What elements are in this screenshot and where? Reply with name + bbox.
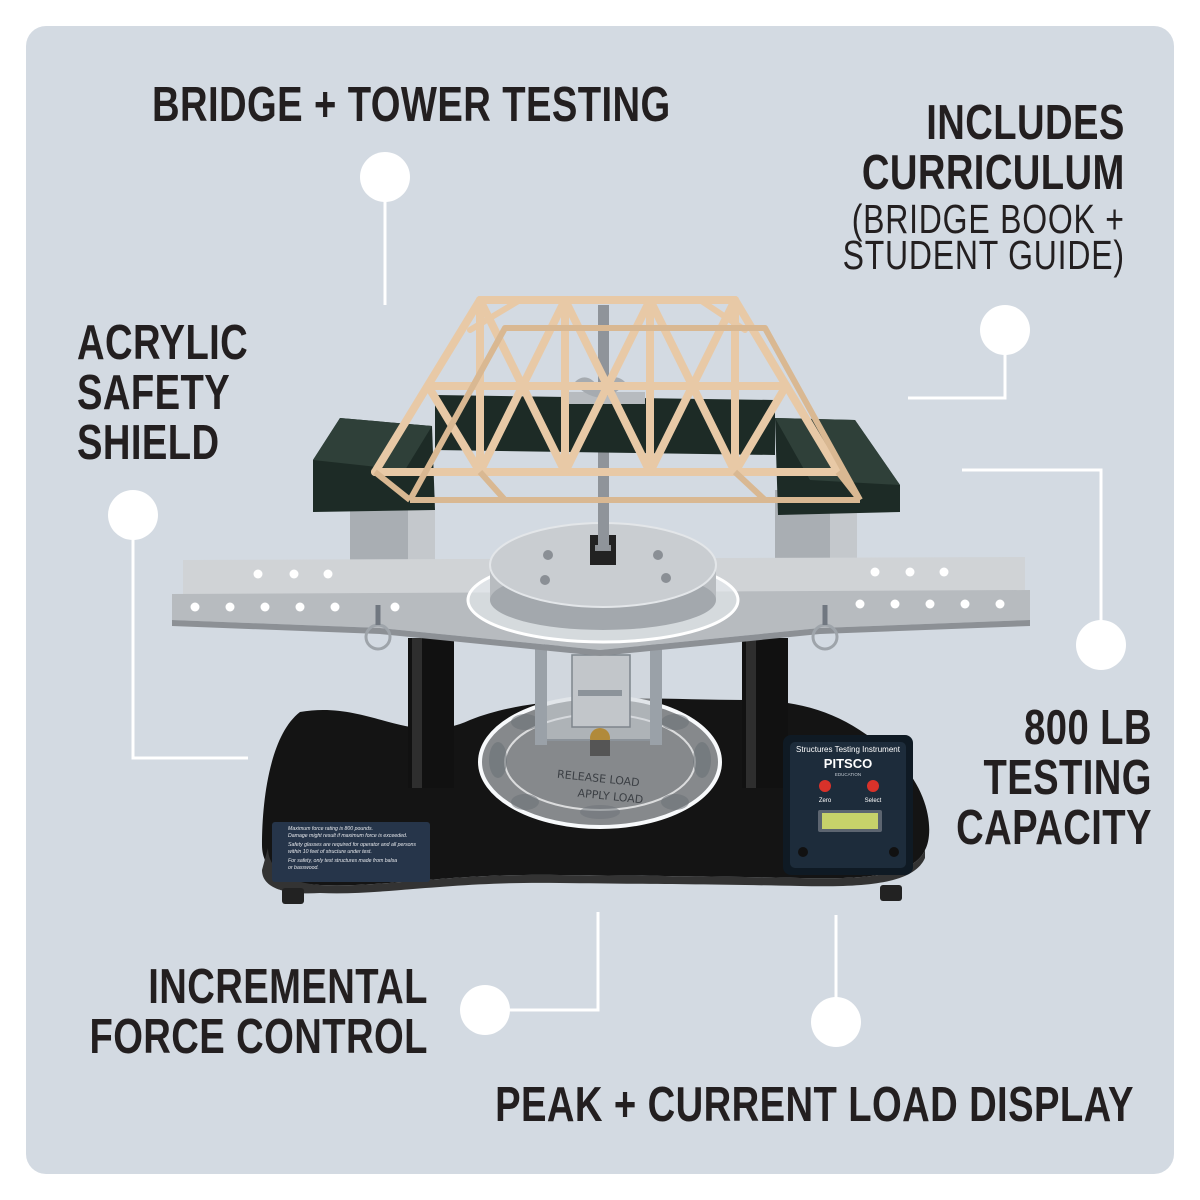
wood-blocks [313, 377, 900, 515]
warning-line: Damage might result if maximum force is … [288, 833, 407, 839]
warning-line: or basswood. [288, 865, 319, 871]
beam-hole [870, 567, 880, 577]
beam-hole [190, 602, 200, 612]
feature-incremental-force-control: INCREMENTAL FORCE CONTROL [90, 962, 428, 1062]
feature-load-display: PEAK + CURRENT LOAD DISPLAY [495, 1078, 1134, 1132]
warning-line: For safety, only test structures made fr… [288, 858, 397, 864]
warning-line: Maximum force rating is 800 pounds. [288, 826, 373, 832]
beam-hole [330, 602, 340, 612]
warning-line: Safety glasses are required for operator… [288, 842, 416, 848]
lcd-screen [822, 813, 878, 829]
feature-bridge-tower-testing: BRIDGE + TOWER TESTING [152, 78, 671, 132]
instrument-brand-sub: EDUCATION [835, 772, 861, 777]
zero-button-label: Zero [819, 798, 832, 804]
ring-pins [364, 605, 839, 651]
capacity-line: 800 LB [1024, 701, 1152, 755]
feature-testing-capacity: 800 LB TESTING CAPACITY [956, 703, 1152, 853]
feature-curriculum: INCLUDES CURRICULUM (BRIDGE BOOK + STUDE… [842, 96, 1125, 278]
curriculum-line: CURRICULUM [862, 146, 1125, 200]
beam-holes [190, 567, 1005, 612]
beam-hole [939, 567, 949, 577]
balsa-bridge-back [373, 325, 863, 503]
curriculum-sub-line: STUDENT GUIDE) [842, 232, 1125, 278]
beam-hole [323, 569, 333, 579]
select-button-icon [867, 780, 879, 792]
beam-hole [925, 599, 935, 609]
shield-line: ACRYLIC [77, 316, 249, 370]
beam-hole [225, 602, 235, 612]
beam-hole [890, 599, 900, 609]
beam-hole [960, 599, 970, 609]
shield-line: SHIELD [77, 416, 220, 470]
incremental-line: INCREMENTAL [148, 960, 429, 1014]
callout-dots [108, 152, 1126, 1047]
beam-hole [289, 569, 299, 579]
warning-label-plate [272, 822, 430, 882]
beam-hole [253, 569, 263, 579]
beam-hole [995, 599, 1005, 609]
beam-hole [260, 602, 270, 612]
capacity-line: TESTING [983, 751, 1152, 805]
beam-hole [390, 602, 400, 612]
beam-hole [855, 599, 865, 609]
curriculum-sub-line: (BRIDGE BOOK + [851, 196, 1125, 242]
instrument-brand: PITSCO [824, 756, 872, 771]
warning-label: Maximum force rating is 800 pounds. Dama… [288, 826, 416, 871]
incremental-line: FORCE CONTROL [89, 1010, 428, 1064]
beam-hole [295, 602, 305, 612]
beam-hole [905, 567, 915, 577]
support-posts [408, 638, 788, 788]
curriculum-line: INCLUDES [926, 96, 1125, 150]
select-button-label: Select [865, 798, 882, 804]
instrument-title: Structures Testing Instrument [796, 745, 901, 754]
load-plate [466, 522, 740, 644]
feature-acrylic-safety-shield: ACRYLIC SAFETY SHIELD [77, 318, 248, 468]
warning-line: within 10 feet of structure under test. [288, 849, 372, 855]
testing-instrument: Structures Testing Instrument PITSCO EDU… [783, 735, 913, 875]
zero-button-icon [819, 780, 831, 792]
load-cell-assembly [535, 644, 662, 756]
shield-line: SAFETY [77, 366, 231, 420]
capacity-line: CAPACITY [956, 801, 1152, 855]
